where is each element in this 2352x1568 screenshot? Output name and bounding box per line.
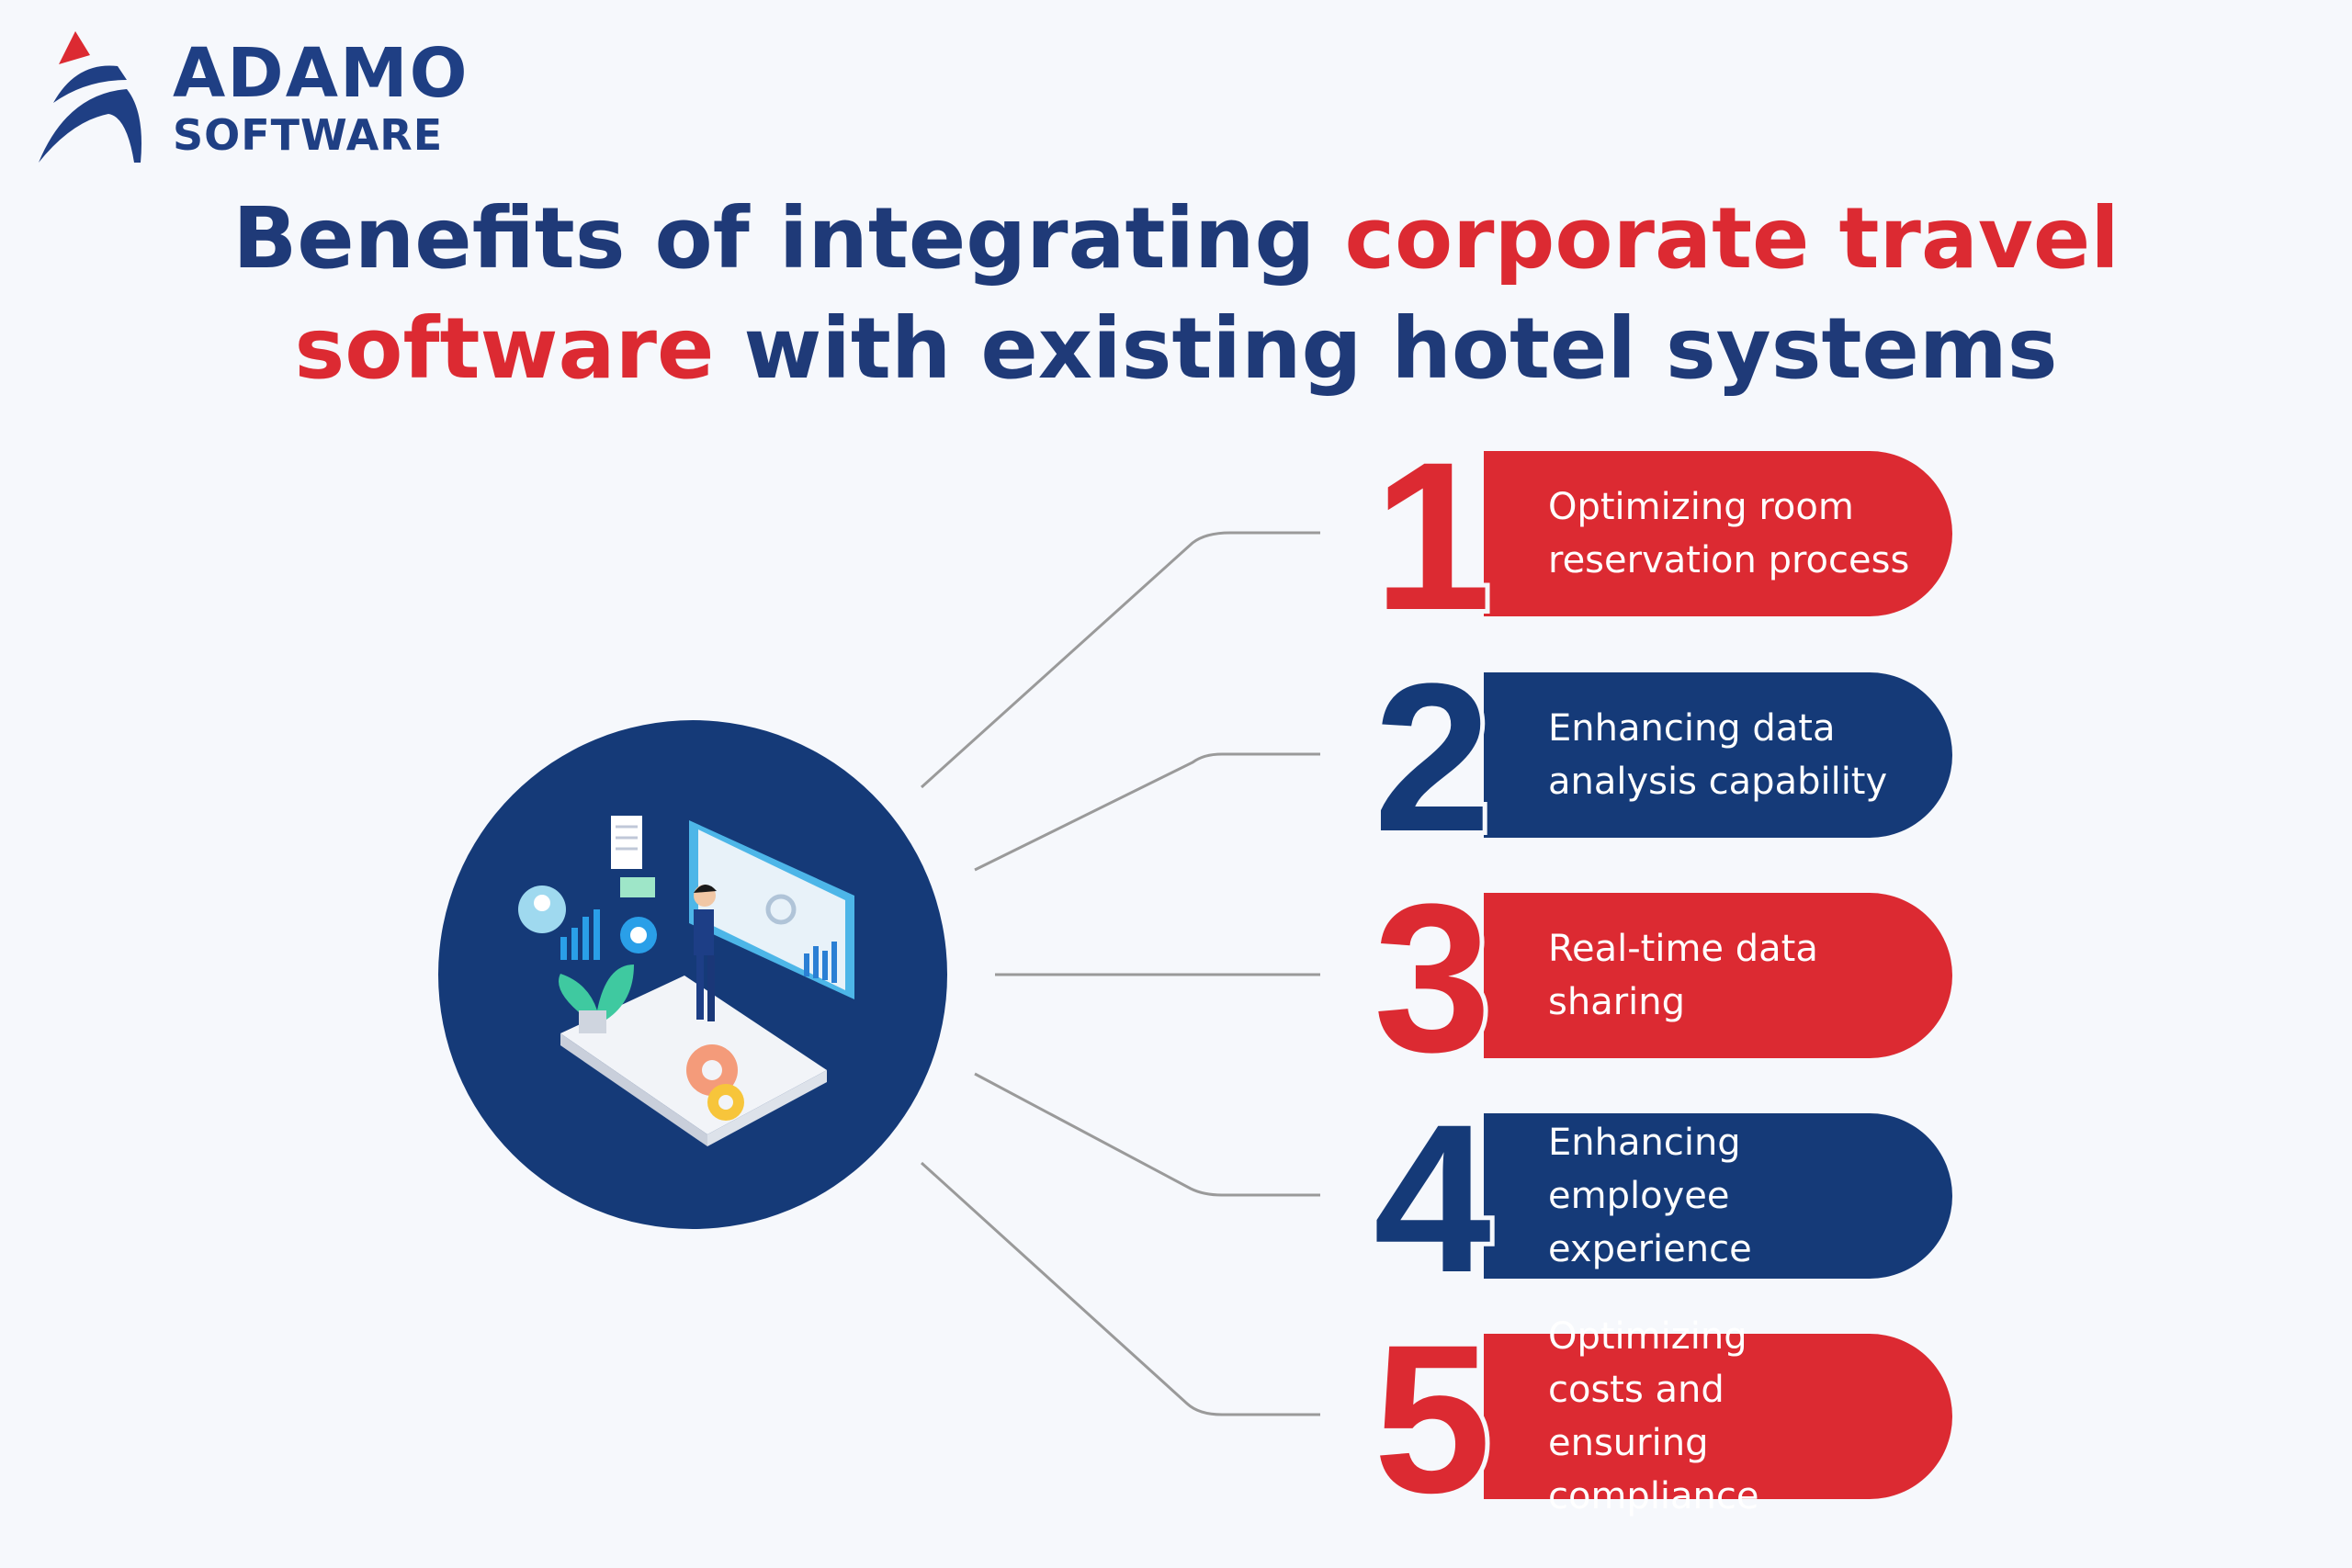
- business-illustration-icon: [518, 816, 854, 1146]
- benefit-number: 2: [1369, 639, 1496, 875]
- benefit-item-2: 2 Enhancing data analysis capability: [1369, 648, 1952, 868]
- benefit-item-3: 3 Real-time data sharing: [1369, 868, 1952, 1089]
- benefit-pill: [1484, 1334, 1952, 1499]
- benefit-pill: [1484, 451, 1952, 616]
- connector-1: [920, 531, 1320, 789]
- benefit-text: Optimizing room reservation process: [1548, 486, 1910, 581]
- benefit-number: 4: [1369, 1080, 1496, 1316]
- title-highlight: corporate travel: [1344, 189, 2120, 288]
- benefit-number: 3: [1369, 860, 1496, 1096]
- benefit-item-1: 1 Optimizing room reservation process: [1369, 426, 1952, 647]
- benefit-text: Real-time data sharing: [1548, 928, 1818, 1023]
- brand-name: ADAMO: [173, 34, 469, 113]
- connector-5: [920, 1161, 1320, 1416]
- benefit-pill: [1484, 893, 1952, 1058]
- brand-subname: SOFTWARE: [173, 110, 444, 160]
- benefit-pill: [1484, 1113, 1952, 1279]
- benefit-item-5: 5 Optimizing costs and ensuring complian…: [1369, 1309, 1952, 1529]
- benefit-text: Enhancing employee experience: [1548, 1122, 1752, 1270]
- logo-mark-icon: [39, 31, 141, 163]
- benefit-pill: [1484, 672, 1952, 838]
- benefit-number: 5: [1369, 1301, 1496, 1537]
- adamo-logo: ADAMO SOFTWARE: [35, 29, 513, 167]
- title-highlight: software: [294, 299, 715, 398]
- page-title-line1: Benefits of integrating corporate travel: [0, 184, 2352, 294]
- title-text: with existing hotel systems: [714, 299, 2058, 398]
- hub-circle: [438, 720, 947, 1229]
- benefit-item-4: 4 Enhancing employee experience: [1369, 1089, 1952, 1309]
- benefit-number: 1: [1369, 418, 1496, 654]
- benefit-text: Enhancing data analysis capability: [1548, 707, 1888, 803]
- benefit-text: Optimizing costs and ensuring compliance: [1548, 1315, 1759, 1517]
- connector-lines: [920, 531, 1320, 1416]
- connector-4: [974, 1072, 1320, 1197]
- page-title-line2: software with existing hotel systems: [0, 294, 2352, 404]
- title-text: Benefits of integrating: [232, 189, 1345, 288]
- connector-2: [974, 752, 1320, 872]
